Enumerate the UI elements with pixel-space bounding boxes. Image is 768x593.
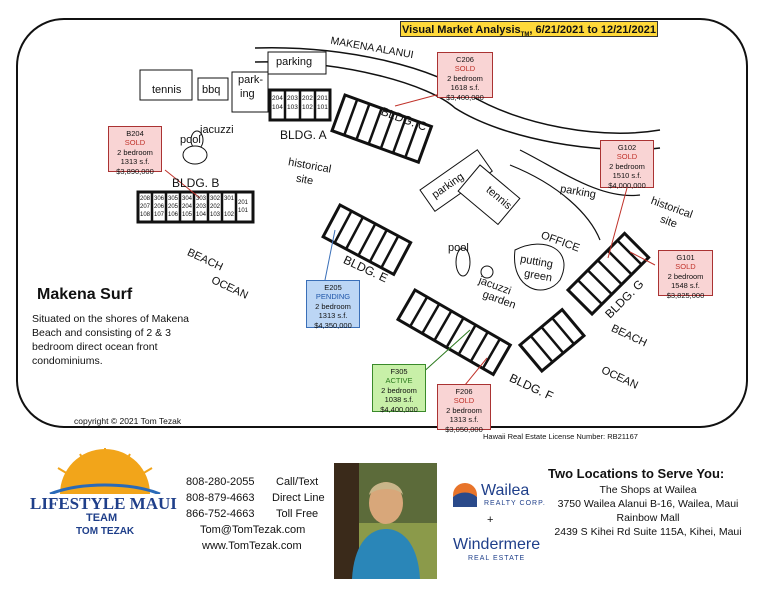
callout-line-g101: [629, 251, 656, 266]
property-description: Situated on the shores of Makena Beach a…: [32, 313, 190, 367]
website-link[interactable]: www.TomTezak.com: [202, 540, 302, 552]
pool-left-label: pool: [180, 134, 201, 146]
sun-logo-icon: [49, 448, 161, 494]
location-2-address: 2439 S Kihei Rd Suite 115A, Kihei, Maui: [554, 526, 742, 538]
jacuzzi-mid-shape: [480, 265, 494, 279]
license-number: Hawaii Real Estate License Number: RB211…: [483, 432, 638, 441]
locations-title: Two Locations to Serve You:: [548, 466, 725, 481]
partners-plus: +: [487, 514, 494, 526]
windermere-sub: REAL ESTATE: [468, 555, 526, 562]
property-title: Makena Surf: [37, 286, 133, 303]
bbq-area: [197, 77, 229, 101]
wailea-name: Wailea: [481, 482, 530, 499]
right-road-b: [509, 164, 601, 241]
windermere-name: Windermere: [453, 536, 541, 553]
parking-small-label-1: park-: [238, 74, 264, 86]
parking-small-label-2: ing: [240, 88, 255, 100]
location-1-address: 3750 Wailea Alanui B-16, Wailea, Maui: [557, 498, 739, 510]
tennis-left-label: tennis: [152, 84, 182, 96]
callout-line-e205: [324, 229, 336, 281]
wailea-logo-icon: [453, 483, 477, 507]
bldg-b-name: BLDG. B: [172, 176, 220, 190]
wailea-sub: REALTY CORP.: [484, 500, 546, 507]
copyright: copyright © 2021 Tom Tezak: [74, 416, 182, 426]
report-title-bar: Visual Market AnalysisTM, 6/21/2021 to 1…: [400, 21, 658, 39]
pool-mid-shape: [455, 247, 471, 277]
road-edge-bottom: [254, 61, 661, 151]
bldg-f-east-units: [517, 307, 587, 374]
bldg-g-units: [565, 231, 651, 317]
brand-name: LIFESTYLE MAUI: [30, 494, 177, 513]
report-title-tm: TM: [520, 32, 530, 39]
putting-green-shape: [514, 243, 565, 291]
parking-top-label: parking: [276, 56, 313, 68]
bldg-e-units: [321, 202, 413, 277]
phone-2-label: Direct Line: [272, 492, 325, 504]
right-road-a: [519, 149, 641, 197]
agent-photo: [334, 463, 437, 579]
phone-1[interactable]: 808-280-2055: [186, 476, 255, 488]
callout-line-b204: [164, 169, 201, 199]
location-1-name: The Shops at Wailea: [599, 484, 697, 496]
tennis-court-left: [139, 69, 193, 101]
phone-3[interactable]: 866-752-4663: [186, 508, 255, 520]
callout-line-f206: [464, 357, 488, 386]
bldg-a-name: BLDG. A: [280, 128, 327, 142]
tennis-court-mid: [457, 164, 521, 226]
brand-agent: TOM TEZAK: [76, 526, 135, 537]
location-2-name: Rainbow Mall: [616, 512, 680, 524]
site-map: [136, 47, 661, 386]
report-title: Visual Market Analysis: [402, 24, 521, 36]
bldg-b-units: [136, 190, 255, 224]
brand-sub: TEAM: [86, 512, 118, 524]
jacuzzi-left-label: jacuzzi: [200, 124, 234, 136]
bldg-f-units: [395, 287, 513, 377]
bbq-label: bbq: [202, 84, 221, 96]
callout-line-g102: [607, 187, 628, 259]
bldg-a-units: [268, 88, 332, 122]
bldg-c-units: [330, 93, 434, 165]
phone-3-label: Toll Free: [276, 508, 319, 520]
phone-1-label: Call/Text: [276, 476, 319, 488]
report-date-range: , 6/21/2021 to 12/21/2021: [529, 24, 656, 36]
phone-2[interactable]: 808-879-4663: [186, 492, 255, 504]
pool-mid-label: pool: [448, 242, 469, 254]
parking-lot-top: [267, 51, 327, 75]
callout-line-f305: [419, 329, 471, 376]
parking-small: [231, 71, 269, 113]
email-link[interactable]: Tom@TomTezak.com: [200, 524, 306, 536]
pool-left-shape: [182, 145, 208, 165]
